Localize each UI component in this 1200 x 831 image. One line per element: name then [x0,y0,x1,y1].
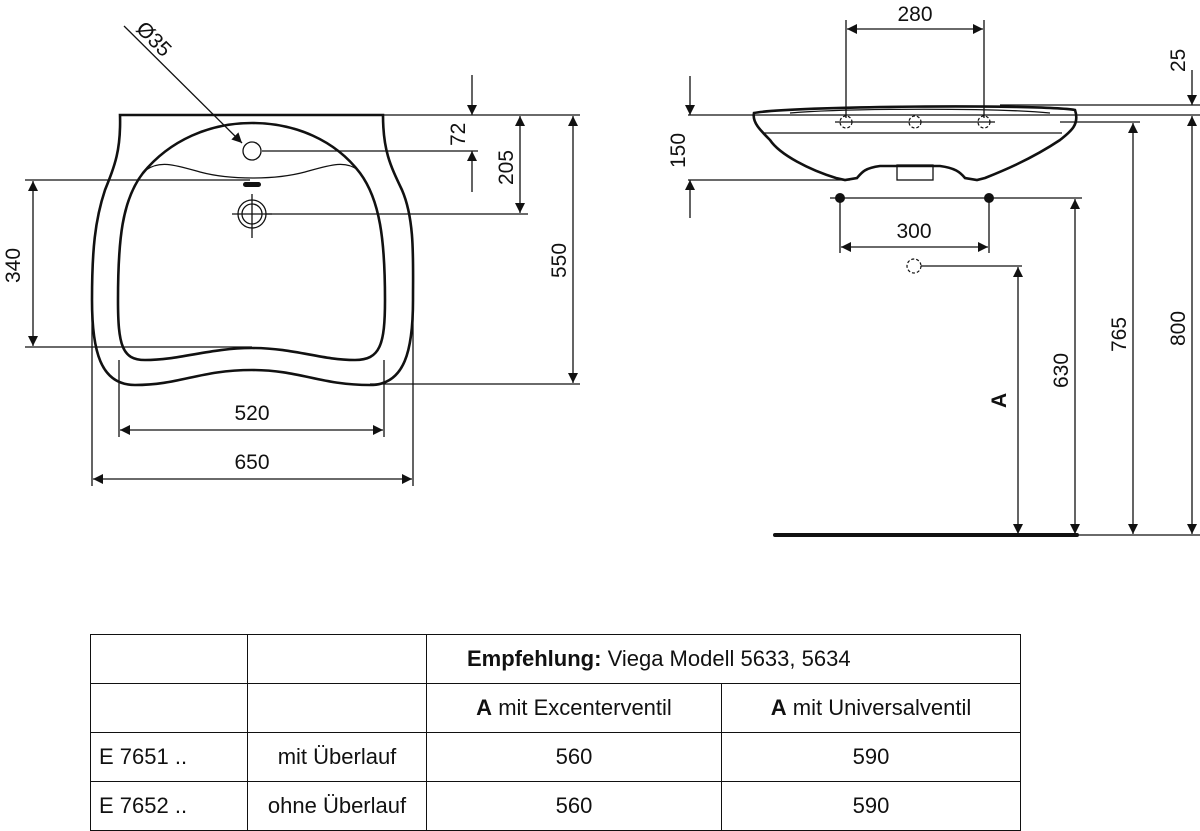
dim-800: 800 [1167,311,1190,346]
dim-205: 205 [495,150,518,185]
dim-650: 650 [234,451,269,474]
dim-520: 520 [234,402,269,425]
table-row: E 7651 .. mit Überlauf 560 590 [90,732,1021,782]
table-row: A mit Excenterventil A mit Universalvent… [90,683,1021,733]
excenter-value: 560 [426,781,722,831]
dim-300: 300 [896,220,931,243]
dim-150: 150 [667,133,690,168]
dim-765: 765 [1108,317,1131,352]
dim-630: 630 [1050,353,1073,388]
side-view: 280 25 150 300 A 630 765 800 [667,3,1200,537]
valve-recommendation-table: Empfehlung: Viega Modell 5633, 5634 A mi… [90,634,1021,831]
dim-340: 340 [2,248,25,283]
dim-280: 280 [897,3,932,26]
tap-holes-hidden [839,115,991,274]
variant-cell: mit Überlauf [247,732,427,782]
diameter-leader [123,25,243,144]
technical-drawing: Ø35 72 205 550 340 520 650 [2,3,1200,537]
basin-side-outline [752,105,1078,182]
dim-550: 550 [548,243,571,278]
overflow-slot [243,182,261,187]
model-cell: E 7652 .. [90,781,248,831]
diameter-label: Ø35 [131,17,175,61]
recommendation-header: Empfehlung: Viega Modell 5633, 5634 [426,634,1021,684]
dim-25: 25 [1167,49,1190,72]
dim-72: 72 [447,123,470,146]
basin-inner-outline [116,121,387,362]
top-view: Ø35 72 205 550 340 520 650 [2,17,580,486]
model-cell: E 7651 .. [90,732,248,782]
excenter-value: 560 [426,732,722,782]
drain-outlet-hidden [906,258,922,274]
basin-ledge [145,163,359,179]
dim-A: A [988,393,1011,408]
col-header-excenter: A mit Excenterventil [426,683,722,733]
universal-value: 590 [721,732,1021,782]
col-header-universal: A mit Universalventil [721,683,1021,733]
table-row: E 7652 .. ohne Überlauf 560 590 [90,781,1021,831]
tap-hole [242,141,262,161]
universal-value: 590 [721,781,1021,831]
variant-cell: ohne Überlauf [247,781,427,831]
basin-outer-outline [90,113,415,387]
table-row: Empfehlung: Viega Modell 5633, 5634 [90,634,1021,684]
